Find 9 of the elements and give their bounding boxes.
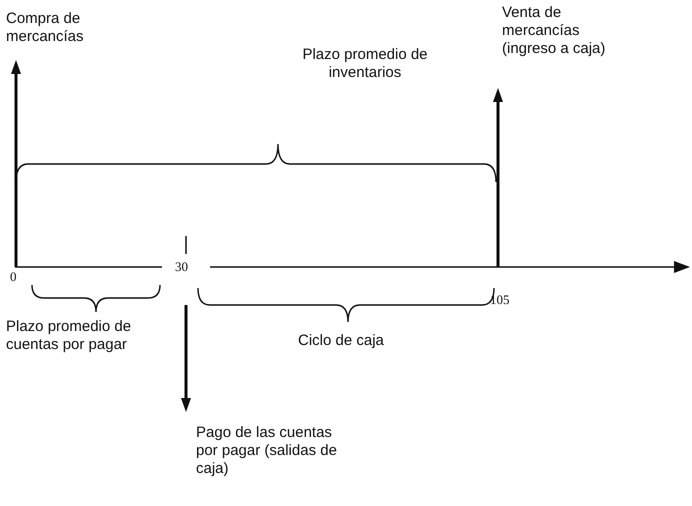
period-label: Plazo promedio de cuentas por pagar <box>6 318 132 354</box>
event-label: Venta de mercancías (ingreso a caja) <box>502 4 606 58</box>
period-label: Plazo promedio de inventarios <box>301 46 429 82</box>
event-label: Pago de las cuentas por pagar (salidas de caja) <box>196 424 338 478</box>
axis-number: 105 <box>490 291 510 309</box>
event-label: Compra de mercancías <box>6 10 85 46</box>
axis-number: 30 <box>175 258 189 276</box>
axis-number: 0 <box>10 268 18 286</box>
period-label: Ciclo de caja <box>298 332 385 350</box>
